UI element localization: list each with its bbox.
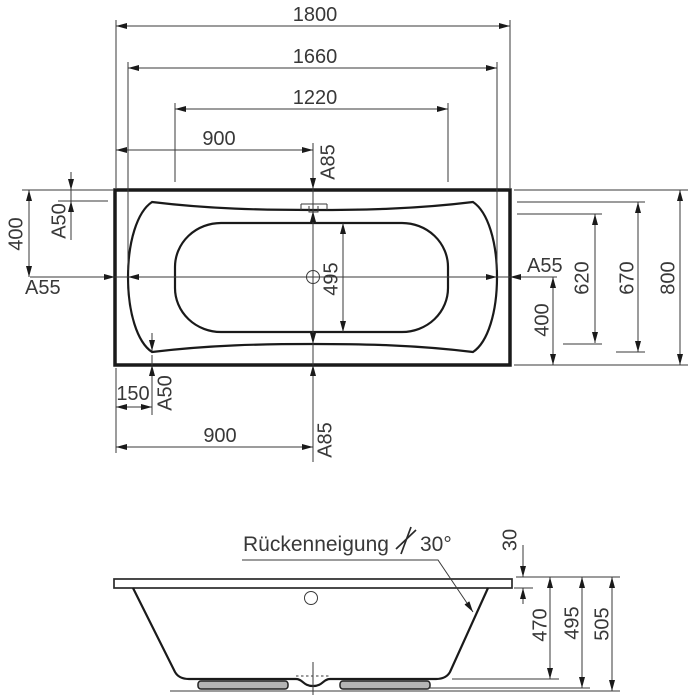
dim-1660-label: 1660 [293, 46, 338, 68]
dim-470-label: 470 [529, 608, 551, 641]
overflow-hole [304, 591, 318, 605]
foot-pad-right [339, 680, 431, 690]
dim-400-right-label: 400 [531, 303, 553, 336]
top-view: 1800 1660 1220 900 A85 400 A50 A55 495 A… [5, 4, 688, 462]
dimension-labels-top-view: 1800 1660 1220 900 A85 400 A50 A55 495 A… [5, 4, 679, 458]
backrest-label: Rückenneigung [243, 533, 389, 556]
dim-400-left-label: 400 [5, 217, 27, 250]
overflow-fitting [300, 203, 328, 213]
dim-150-label: 150 [116, 383, 149, 405]
tub-body-profile [132, 587, 490, 688]
dim-a50-top-left-label: A50 [48, 203, 70, 239]
dim-a85-bottom-label: A85 [314, 422, 336, 458]
dim-900-top-label: 900 [202, 128, 235, 150]
dim-1800-label: 1800 [293, 4, 338, 26]
dim-900-bottom-label: 900 [203, 425, 236, 447]
side-view: Rückenneigung 30° 30 470 495 505 [113, 526, 620, 695]
dimension-lines-side-view [242, 545, 615, 691]
tub-side-profile [113, 578, 620, 695]
dim-620-label: 620 [571, 261, 593, 294]
dim-1220-label: 1220 [293, 87, 338, 109]
labels-side-view: Rückenneigung 30° 30 470 495 505 [243, 526, 613, 642]
dim-495-side-label: 495 [561, 606, 583, 639]
dim-495-floor-label: 495 [320, 262, 342, 295]
backrest-angle-label: 30° [420, 533, 452, 556]
dim-670-label: 670 [616, 261, 638, 294]
centerlines [30, 143, 557, 462]
dim-a55-right-label: A55 [527, 255, 563, 277]
dim-30-label: 30 [499, 529, 521, 551]
dim-800-label: 800 [657, 261, 679, 294]
slope-symbol [395, 526, 417, 555]
rim-bar [113, 578, 513, 589]
dim-a55-left-label: A55 [25, 277, 61, 299]
inner-rim-contour [126, 200, 499, 354]
dim-a50-bottom-left-label: A50 [154, 375, 176, 411]
dim-505-label: 505 [591, 607, 613, 640]
extension-lines-top-view [22, 20, 688, 453]
foot-pad-left [197, 680, 289, 690]
dimension-lines-top-view [26, 23, 683, 450]
backrest-leader-line [242, 559, 474, 613]
dim-a85-top-label: A85 [317, 144, 339, 180]
